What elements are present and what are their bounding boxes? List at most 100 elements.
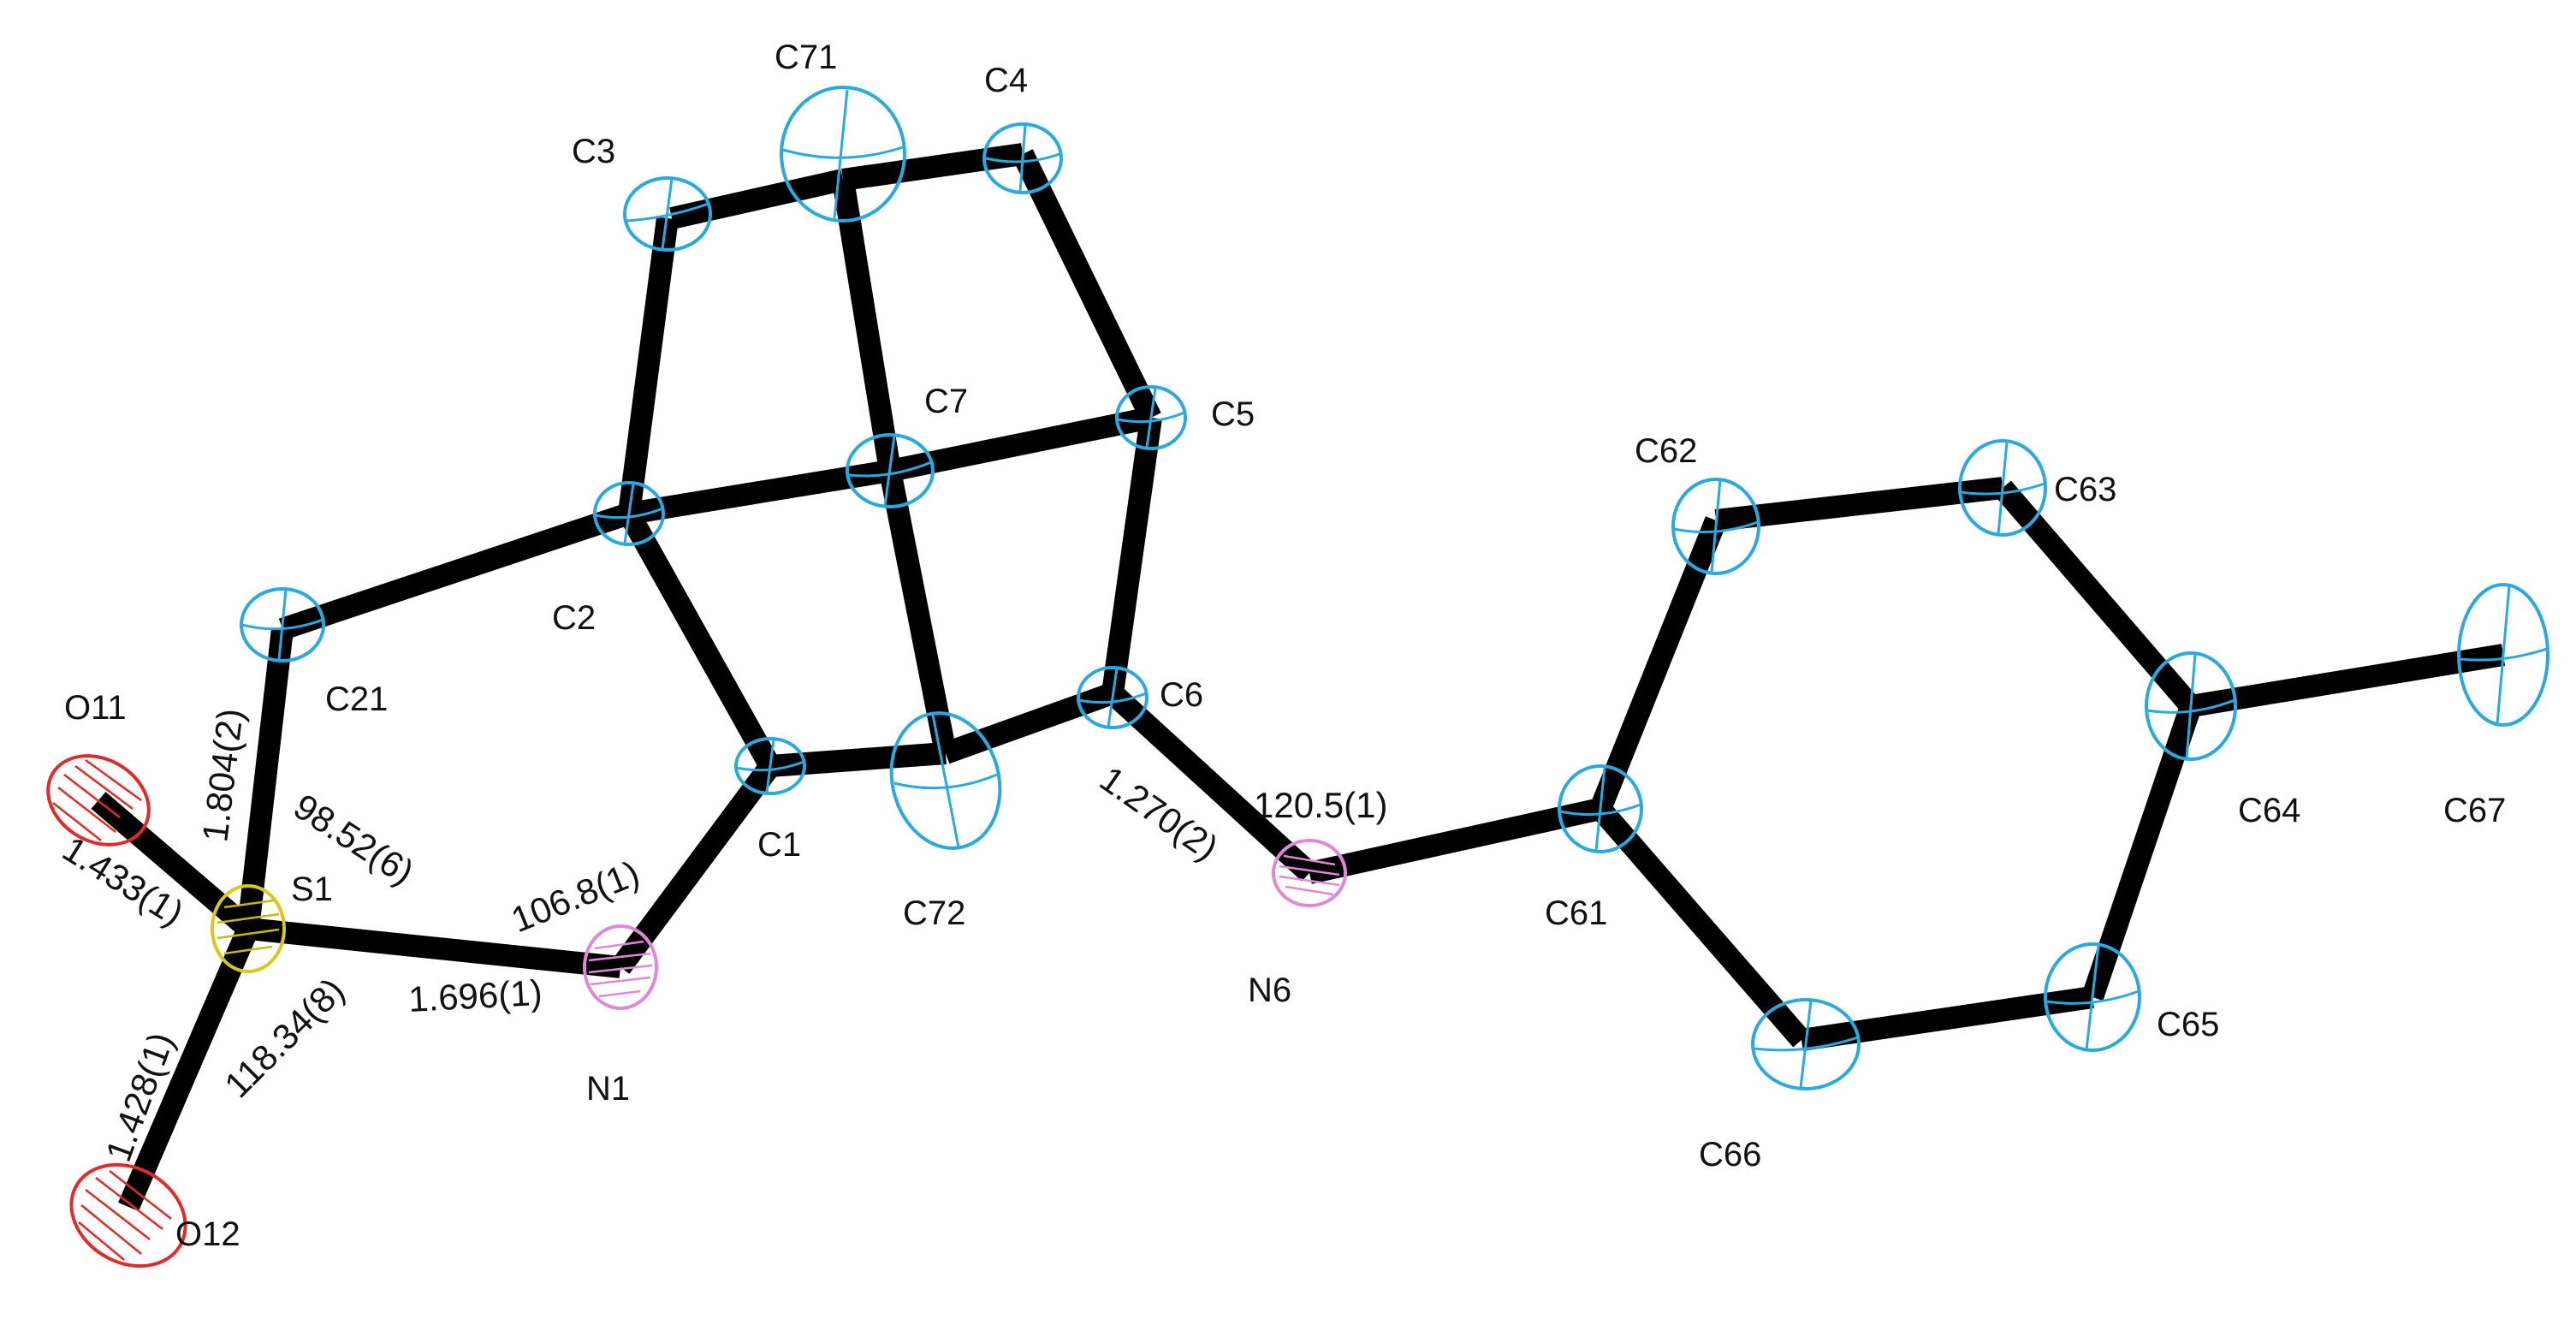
- bond-C71-C7: [832, 177, 901, 473]
- ellipsoid-C63: [1958, 439, 2047, 537]
- bond-C2-C1: [619, 508, 781, 772]
- atom-N6: [1272, 839, 1347, 907]
- bond-C3-C2: [618, 217, 679, 515]
- label-C63: C63: [2054, 471, 2116, 508]
- bond-S1-O12: [118, 924, 258, 1212]
- ellipsoid-C72: [889, 711, 1002, 850]
- axis-C4: [985, 124, 1060, 193]
- atom-C1: [734, 737, 806, 795]
- ellipsoid-O12: [69, 1162, 187, 1268]
- atom-C67: [2457, 583, 2549, 727]
- ellipsoid-C5: [1115, 385, 1187, 450]
- bond-C64-C65: [2081, 702, 2202, 1001]
- bond-C6-N6: [1105, 685, 1317, 882]
- bond-C3-C71: [669, 169, 846, 229]
- bond-C72-C6: [941, 682, 1117, 764]
- ellipsoid-C61: [1558, 764, 1643, 853]
- ellipsoid-S1: [211, 884, 286, 973]
- bond-C71-C4: [841, 143, 1024, 191]
- ellipsoid-C67: [2457, 583, 2549, 727]
- label-C1: C1: [757, 826, 801, 864]
- atom-C7: [846, 433, 935, 508]
- atom-N1: [583, 924, 658, 1010]
- axis-C2: [595, 483, 663, 544]
- measure-angle-C6-N6-C61: 120.5(1): [1254, 785, 1387, 825]
- bond-C65-C66: [1800, 986, 2094, 1051]
- bond-C5-C6: [1101, 416, 1162, 695]
- ellipsoid-C1: [734, 737, 806, 795]
- bond-N6-C61: [1307, 798, 1603, 884]
- axis-C7: [848, 435, 932, 507]
- atom-C66: [1751, 998, 1861, 1090]
- atom-labels: C71 C4 C3 C7 C5 C2 C21 C1 C72 C6 C62 C63…: [64, 39, 2506, 1253]
- bond-C2-C21: [278, 502, 633, 640]
- label-C67: C67: [2443, 792, 2506, 829]
- atom-C71: [780, 86, 906, 223]
- label-C21: C21: [325, 680, 388, 718]
- ellipsoid-N1: [583, 924, 658, 1010]
- ellipsoid-C64: [2145, 651, 2237, 761]
- atom-C5: [1115, 385, 1187, 450]
- ellipsoid-C71: [780, 86, 906, 223]
- label-C7: C7: [924, 383, 968, 420]
- label-C66: C66: [1699, 1136, 1761, 1173]
- hatch-O12: [78, 1170, 172, 1261]
- atom-C65: [2044, 942, 2141, 1052]
- ellipsoid-C7: [846, 433, 935, 508]
- hatch-N1: [588, 940, 653, 998]
- label-O11: O11: [64, 689, 127, 727]
- axis-C61: [1559, 766, 1641, 852]
- label-C62: C62: [1635, 432, 1697, 470]
- bond-C7-C5: [887, 407, 1154, 482]
- ellipsoid-C6: [1077, 666, 1149, 729]
- label-C72: C72: [903, 894, 965, 932]
- hatch-S1: [217, 899, 280, 955]
- bond-C1-N1: [611, 759, 780, 974]
- hatch-O11: [52, 758, 142, 841]
- ellipsoid-C4: [982, 122, 1063, 194]
- atoms: [46, 86, 2549, 1268]
- atom-C21: [240, 587, 325, 662]
- axis-C63: [1960, 441, 2045, 535]
- bond-C64-C67: [2188, 644, 2506, 717]
- axis-C64: [2146, 653, 2235, 759]
- axis-C72: [893, 714, 998, 848]
- label-C6: C6: [1160, 676, 1203, 714]
- bond-S1-O11: [91, 792, 256, 937]
- ellipsoid-C66: [1751, 998, 1861, 1090]
- bond-C2-C7: [626, 460, 893, 525]
- ellipsoid-C3: [623, 176, 712, 252]
- atom-O11: [46, 754, 151, 847]
- axis-C6: [1078, 668, 1147, 728]
- axis-C62: [1673, 479, 1759, 573]
- ellipsoid-N6: [1272, 839, 1347, 907]
- bond-C21-S1: [237, 627, 294, 930]
- atom-C2: [593, 481, 665, 546]
- label-C3: C3: [572, 133, 615, 170]
- measure-angle-O12-S1-N1: 118.34(8): [217, 970, 352, 1105]
- label-C64: C64: [2238, 792, 2300, 829]
- bonds: [91, 143, 2506, 1212]
- ellipsoid-C21: [240, 587, 325, 662]
- atom-C61: [1558, 764, 1643, 853]
- axis-C3: [626, 178, 709, 250]
- atom-C4: [982, 122, 1063, 194]
- axis-C71: [782, 89, 904, 219]
- axis-C21: [241, 589, 323, 661]
- label-C2: C2: [552, 599, 596, 637]
- measure-bond-C21-S1: 1.804(2): [194, 706, 251, 844]
- atom-S1: [211, 884, 286, 973]
- axis-C1: [736, 739, 804, 793]
- label-N1: N1: [586, 1070, 630, 1108]
- atom-O12: [69, 1162, 187, 1268]
- ellipsoid-O11: [46, 754, 151, 847]
- ellipsoid-C65: [2044, 942, 2141, 1052]
- axis-C66: [1753, 1000, 1859, 1089]
- label-C5: C5: [1211, 395, 1255, 433]
- label-C61: C61: [1545, 894, 1607, 932]
- axis-C65: [2045, 944, 2140, 1050]
- atom-C64: [2145, 651, 2237, 761]
- atom-C6: [1077, 666, 1149, 729]
- atom-C63: [1958, 439, 2047, 537]
